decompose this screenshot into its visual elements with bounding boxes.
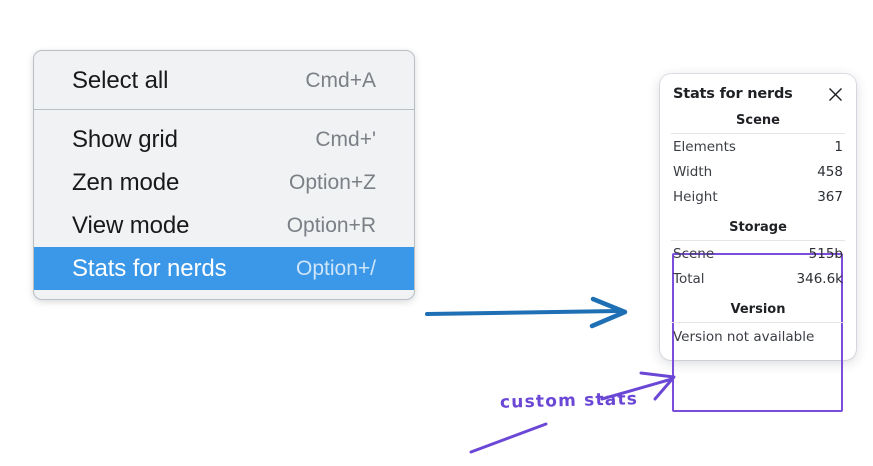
- stat-label: Elements: [673, 139, 736, 155]
- menu-item-label: Show grid: [72, 125, 178, 153]
- menu-item-show-grid[interactable]: Show grid Cmd+': [34, 118, 414, 161]
- menu-item-label: Stats for nerds: [72, 254, 227, 282]
- menu-item-shortcut: Cmd+A: [305, 68, 376, 92]
- divider: [671, 240, 845, 241]
- purple-stroke-lower: [469, 422, 548, 454]
- menu-group-2: Show grid Cmd+' Zen mode Option+Z View m…: [34, 110, 414, 299]
- stat-value: 1: [834, 139, 843, 155]
- stat-row-elements: Elements 1: [660, 134, 856, 159]
- menu-item-shortcut: Cmd+': [315, 127, 376, 151]
- section-title-version: Version: [730, 302, 786, 317]
- stat-row-storage-total: Total 346.6k: [660, 266, 856, 291]
- menu-item-stats-for-nerds[interactable]: Stats for nerds Option+/: [34, 247, 414, 290]
- menu-item-shortcut: Option+R: [286, 213, 376, 237]
- menu-item-label: View mode: [72, 211, 190, 239]
- stat-label: Total: [673, 271, 705, 287]
- stat-label: Width: [673, 164, 713, 180]
- panel-title: Stats for nerds: [673, 86, 793, 102]
- menu-group-1: Select all Cmd+A: [34, 51, 414, 109]
- stat-row-width: Width 458: [660, 159, 856, 184]
- version-text: Version not available: [673, 329, 815, 345]
- menu-item-shortcut: Option+Z: [289, 170, 376, 194]
- divider: [671, 133, 845, 134]
- custom-stats-annotation-label: custom stats: [499, 389, 639, 413]
- menu-separator: [34, 109, 414, 110]
- stat-value: 346.6k: [796, 271, 843, 287]
- stat-label: Height: [673, 189, 718, 205]
- context-menu[interactable]: Select all Cmd+A Show grid Cmd+' Zen mod…: [33, 50, 415, 300]
- menu-item-select-all[interactable]: Select all Cmd+A: [34, 59, 414, 102]
- divider: [671, 322, 845, 323]
- blue-arrow: [425, 296, 628, 329]
- section-title-scene: Scene: [736, 113, 780, 128]
- stat-value: 458: [817, 164, 843, 180]
- menu-item-view-mode[interactable]: View mode Option+R: [34, 204, 414, 247]
- menu-item-label: Select all: [72, 66, 169, 94]
- stat-row-height: Height 367: [660, 184, 856, 209]
- stat-label: Scene: [673, 246, 715, 262]
- menu-item-zen-mode[interactable]: Zen mode Option+Z: [34, 161, 414, 204]
- purple-arrow-upper: [600, 371, 676, 401]
- menu-item-label: Zen mode: [72, 168, 180, 196]
- stat-value: 367: [817, 189, 843, 205]
- close-icon[interactable]: [828, 87, 843, 102]
- panel-header: Stats for nerds: [660, 84, 856, 102]
- stats-for-nerds-panel: Stats for nerds Scene Elements 1 Width 4…: [660, 74, 856, 412]
- section-title-storage: Storage: [729, 220, 787, 235]
- custom-stats-section: Storage Scene 515b Total 346.6k Version …: [660, 209, 856, 347]
- menu-item-shortcut: Option+/: [296, 256, 376, 280]
- stat-row-storage-scene: Scene 515b: [660, 241, 856, 266]
- stat-value: 515b: [808, 246, 843, 262]
